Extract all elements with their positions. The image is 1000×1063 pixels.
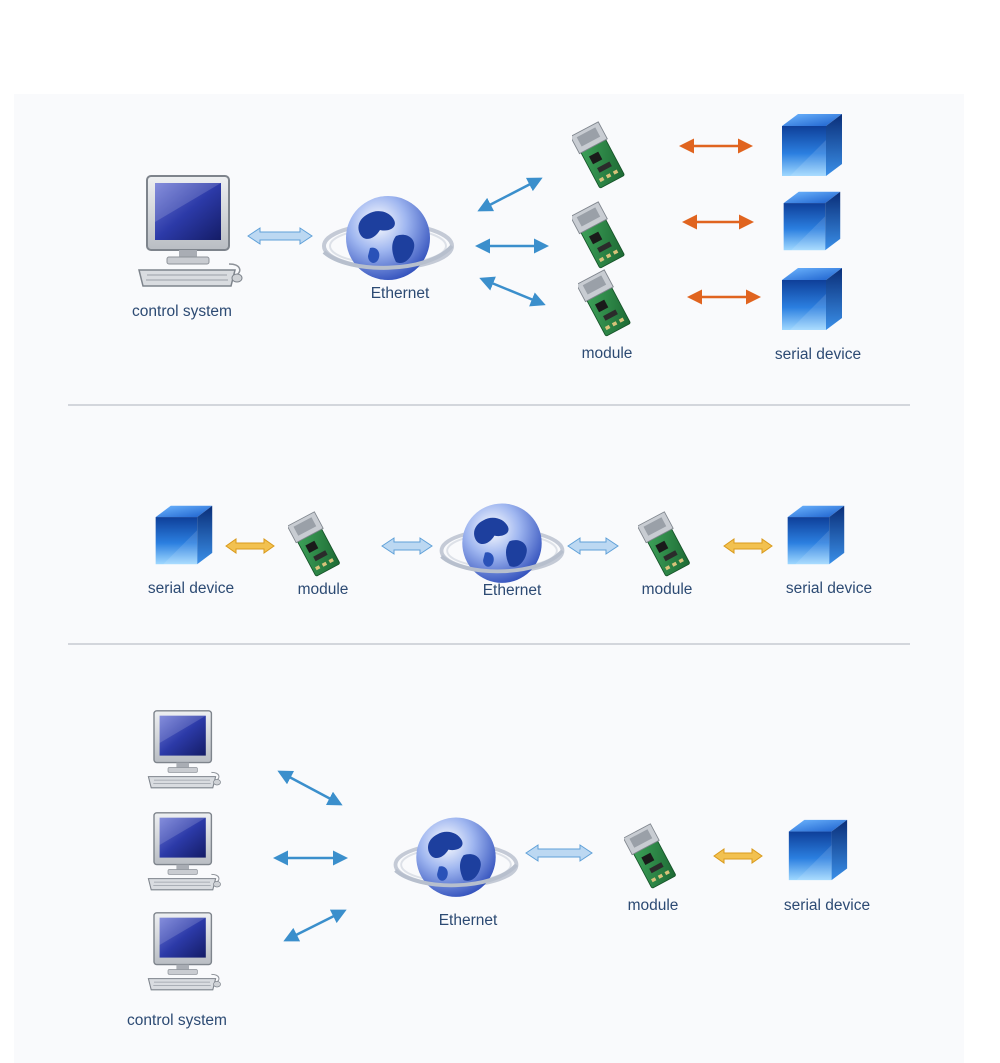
module-label: module — [641, 581, 693, 598]
ethernet-label: Ethernet — [370, 285, 430, 302]
computer-icon — [127, 172, 247, 292]
scenario2-arrows — [225, 537, 773, 555]
cube-icon — [776, 188, 846, 254]
ethernet-label: Ethernet — [482, 582, 542, 599]
double-arrow-device-module-left — [225, 538, 275, 554]
double-arrow-pc-ethernet — [247, 227, 313, 245]
module-icon — [638, 510, 700, 578]
ethernet-label: Ethernet — [438, 912, 498, 929]
arrow-pc3-ethernet — [283, 909, 347, 942]
double-arrow-module-device — [713, 848, 763, 864]
control-system-label: control system — [132, 303, 232, 320]
module-label: module — [297, 581, 349, 598]
arrow-ethernet-module-1 — [477, 177, 543, 212]
arrow-pc1-ethernet — [277, 770, 343, 806]
computer-icon — [140, 810, 224, 894]
divider-2 — [68, 643, 910, 645]
cube-icon — [148, 502, 218, 568]
divider-1 — [68, 404, 910, 406]
scenario1-arrows — [247, 138, 761, 307]
arrow-ethernet-module-3 — [479, 276, 546, 307]
double-arrow-ethernet-module — [525, 844, 593, 862]
module-icon — [572, 200, 634, 270]
serial-device-label: serial device — [774, 346, 862, 363]
serial-device-label: serial device — [783, 897, 871, 914]
globe-icon — [388, 808, 524, 912]
serial-device-label: serial device — [785, 580, 873, 597]
control-system-label: control system — [127, 1012, 227, 1029]
module-icon — [288, 510, 350, 578]
module-icon — [578, 268, 640, 338]
module-icon — [624, 822, 686, 890]
cube-icon — [776, 264, 846, 334]
cube-icon — [782, 816, 852, 884]
module-label: module — [581, 345, 633, 362]
module-icon — [572, 120, 634, 190]
double-arrow-ethernet-module-right — [567, 537, 619, 555]
globe-icon — [318, 186, 458, 296]
cube-icon — [780, 502, 850, 568]
serial-device-label: serial device — [147, 580, 235, 597]
module-label: module — [627, 897, 679, 914]
computer-icon — [140, 910, 224, 994]
cube-icon — [776, 110, 846, 180]
double-arrow-module-ethernet-left — [381, 537, 433, 555]
computer-icon — [140, 708, 224, 792]
scenario3-arrows — [273, 770, 763, 942]
double-arrow-module-device-right — [723, 538, 773, 554]
